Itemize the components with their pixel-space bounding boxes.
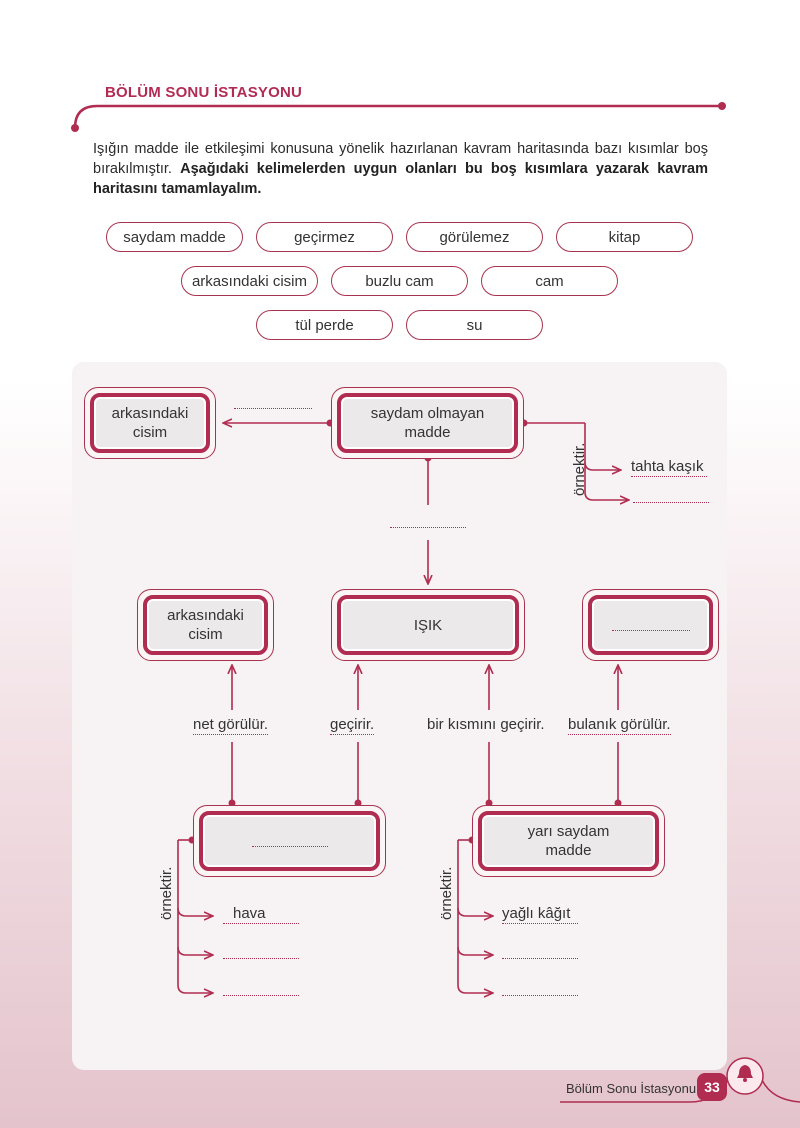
word-chip: cam (481, 266, 618, 296)
blank-mid-right-node[interactable] (611, 629, 690, 631)
blank-bottom-right-example-2[interactable] (502, 958, 578, 959)
label-gecirir: geçirir. (330, 716, 375, 735)
word-chip: geçirmez (256, 222, 393, 252)
blank-top-right-example[interactable] (633, 502, 709, 503)
node-isik-label: IŞIK (337, 595, 519, 655)
node-top-left-label: arkasındaki cisim (90, 393, 210, 453)
blank-bottom-left-example-2[interactable] (223, 958, 299, 959)
intro-paragraph: Işığın madde ile etkileşimi konusuna yön… (93, 139, 708, 199)
node-mid-left: arkasındaki cisim (137, 589, 274, 661)
blank-bottom-left-node[interactable] (251, 845, 328, 847)
page-number: 33 (697, 1073, 727, 1101)
label-net-gorulur: net görülür. (193, 716, 269, 735)
node-yari-saydam-label: yarı saydam madde (478, 811, 659, 871)
node-saydam-olmayan: saydam olmayan madde (331, 387, 524, 459)
node-top-left: arkasındaki cisim (84, 387, 216, 459)
ornektir-bottom-right: örnektir. (438, 866, 455, 920)
node-saydam-olmayan-label: saydam olmayan madde (337, 393, 518, 453)
concept-map-panel (72, 362, 727, 1070)
word-chip: saydam madde (106, 222, 243, 252)
ornektir-top-right: örnektir. (571, 442, 588, 496)
word-chip: görülemez (406, 222, 543, 252)
node-mid-right-ring (588, 595, 713, 655)
intro-bold: Aşağıdaki kelimelerden uygun olanları bu… (93, 161, 709, 197)
intro-normal: Işığın madde ile etkileşimi konusuna yön… (93, 141, 708, 177)
word-chip: tül perde (256, 310, 393, 340)
blank-bottom-left-example-3[interactable] (223, 995, 299, 996)
blank-top-arrow[interactable] (234, 408, 312, 409)
blank-bottom-right-example-3[interactable] (502, 995, 578, 996)
section-title: BÖLÜM SONU İSTASYONU (105, 84, 303, 101)
blank-center-arrow[interactable] (390, 527, 466, 528)
label-tahta-kasik: tahta kaşık (631, 458, 707, 477)
node-bottom-left (193, 805, 386, 877)
bell-icon (734, 1062, 756, 1084)
node-mid-left-label: arkasındaki cisim (143, 595, 268, 655)
word-chip: su (406, 310, 543, 340)
ornektir-bottom-left: örnektir. (158, 866, 175, 920)
label-bir-kismini-gecirir: bir kısmını geçirir. (427, 716, 545, 733)
header-rule (71, 102, 726, 132)
label-yagli-kagit: yağlı kâğıt (502, 905, 578, 924)
footer-section-name: Bölüm Sonu İstasyonu (566, 1081, 697, 1096)
node-isik: IŞIK (331, 589, 525, 661)
word-chip: arkasındaki cisim (181, 266, 318, 296)
node-bottom-left-ring (199, 811, 380, 871)
word-chip: buzlu cam (331, 266, 468, 296)
label-bulanik-gorulur: bulanık görülür. (568, 716, 671, 735)
label-hava: hava (223, 905, 299, 924)
word-chip: kitap (556, 222, 693, 252)
node-yari-saydam: yarı saydam madde (472, 805, 665, 877)
node-mid-right (582, 589, 719, 661)
